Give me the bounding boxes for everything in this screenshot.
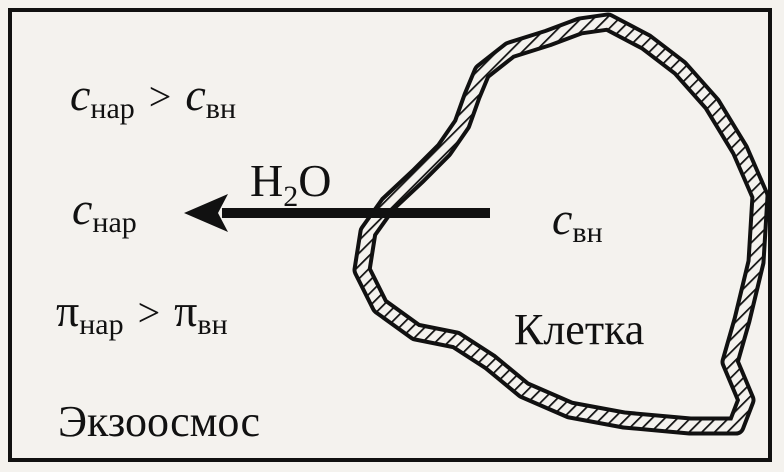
inner-conc-subscript: вн	[205, 92, 237, 125]
inside-concentration: cвн	[552, 196, 603, 248]
membrane-hatch	[356, 16, 766, 432]
outer-conc-subscript: нар	[90, 92, 135, 125]
outside-conc-symbol: c	[72, 183, 93, 234]
concentration-inequality: cнар>cвн	[70, 72, 236, 124]
cell-label: Клетка	[514, 305, 645, 354]
outside-concentration: cнар	[72, 186, 137, 238]
process-label: Экзоосмос	[58, 397, 261, 446]
inner-pressure-symbol: π	[174, 285, 198, 336]
outer-pressure-symbol: π	[56, 285, 80, 336]
inner-conc-symbol: c	[185, 69, 206, 120]
water-label: H2O	[250, 158, 331, 212]
water-arrow-head	[184, 194, 228, 232]
water-label-subscript: 2	[283, 180, 299, 213]
inside-conc-symbol: c	[552, 193, 573, 244]
pressure-greater-than-sign: >	[137, 290, 161, 335]
inside-conc-subscript: вн	[572, 216, 603, 249]
outside-conc-subscript: нар	[92, 206, 137, 239]
outer-conc-symbol: c	[70, 69, 91, 120]
inner-pressure-subscript: вн	[197, 308, 228, 341]
water-label-o: O	[298, 155, 332, 206]
diagram-frame	[8, 8, 772, 462]
outer-pressure-subscript: нар	[79, 308, 124, 341]
greater-than-sign: >	[148, 74, 172, 119]
pressure-inequality: πнар>πвн	[56, 288, 228, 340]
water-label-h: H	[250, 155, 284, 206]
